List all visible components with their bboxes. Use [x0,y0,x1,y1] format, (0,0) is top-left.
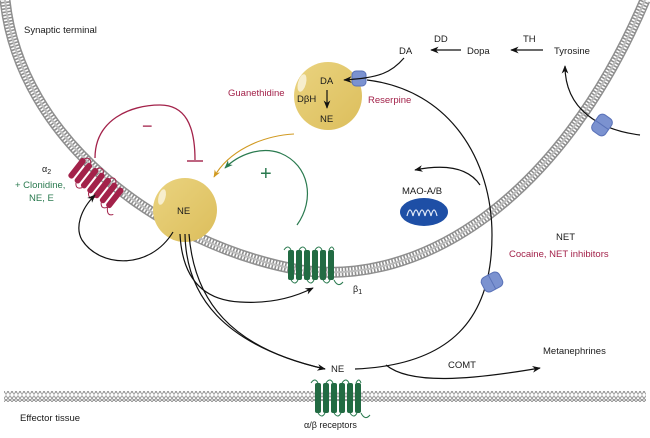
stimulation-sign: + [260,163,272,185]
postsynaptic-receptor-icon [310,379,371,419]
guanethidine-label: Guanethidine [228,88,285,99]
beta1-stimulation-arc [224,149,309,226]
da-cytosol-label: DA [399,46,413,57]
da-vesicular-uptake-arrow [343,57,405,83]
ne-to-beta1-arrow [179,233,314,303]
dopa-label: Dopa [467,46,490,57]
metanephrines-label: Metanephrines [543,346,606,357]
alpha2-inhibition-arc [94,104,196,161]
tyrosine-uptake-arrow [561,65,641,136]
comt-metabolism-arrow [385,364,541,380]
presynaptic-membrane [0,0,650,278]
net-inhibitors-label: Cocaine, NET inhibitors [509,249,609,260]
postsynaptic-receptors-label: α/β receptors [304,420,357,430]
cleft-ne-label: NE [331,364,344,375]
ne-to-alpha2-arrow [78,194,174,262]
net-transporter-icon [480,271,504,293]
dbh-enzyme-label: DβH [297,94,316,105]
beta1-receptor-icon [283,246,344,286]
alpha2-label: α2 [42,164,51,176]
vesicle-ne-label: NE [320,114,333,125]
mao-label: MAO-A/B [402,186,442,197]
inhibition-sign: − [142,116,153,136]
alpha2-agonists-line2: NE, E [29,193,54,204]
tyrosine-label: Tyrosine [554,46,590,57]
release-vesicle-ne-label: NE [177,206,190,217]
alpha2-receptor-icon [68,157,124,216]
release-vesicle [153,178,217,242]
guanethidine-arrow [213,133,295,178]
dd-enzyme-label: DD [434,34,448,45]
th-enzyme-label: TH [523,34,536,45]
ne-release-arrow-strand [184,233,326,370]
mitochondrion-mao-icon [400,198,448,226]
effector-tissue-label: Effector tissue [20,413,80,424]
vesicle-da-label: DA [320,76,334,87]
ne-reuptake-arc [354,79,493,370]
alpha2-agonists-line1: + Clonidine, [15,180,65,191]
comt-label: COMT [448,360,476,371]
synaptic-terminal-label: Synaptic terminal [24,25,97,36]
net-label: NET [556,232,575,243]
tyrosine-transporter-icon [591,113,613,137]
mao-metabolism-arrow [414,165,481,186]
reserpine-label: Reserpine [368,95,411,106]
beta1-label: β1 [353,284,362,296]
